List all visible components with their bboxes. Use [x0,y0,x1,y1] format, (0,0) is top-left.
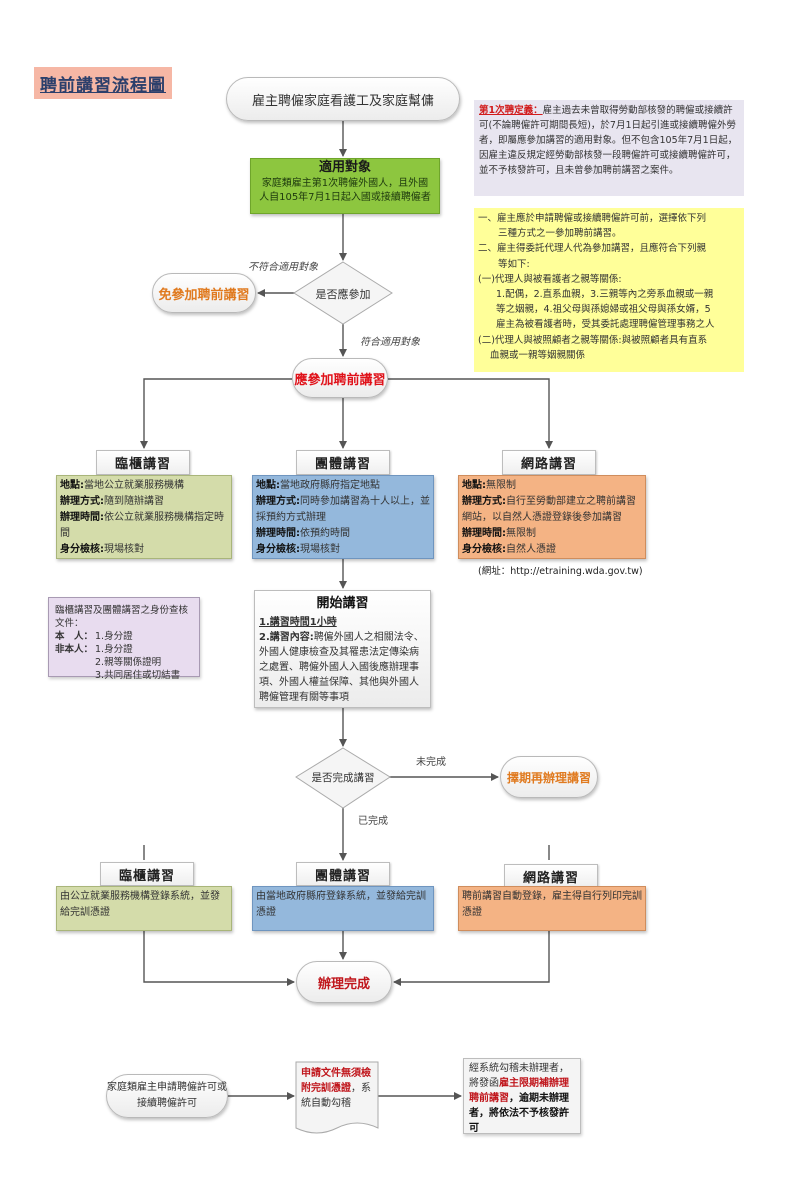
edge-label-eligible: 符合適用對象 [360,337,420,348]
arrow-online-complete-to-done [393,930,550,986]
method-card-counter: 地點:當地公立就業服務機構 辦理方式:隨到隨辦講習 辦理時間:依公立就業服務機構… [56,475,232,559]
arrow-must-to-online [388,378,553,449]
id-docs-heading: 臨櫃講習及團體講習之身份查核文件： [55,605,189,629]
rules-line: 二、雇主得委託代理人代為參加講習，且應符合下列親 [478,243,707,255]
id-docs-item: 1.身分證 [95,644,133,655]
exempt-node: 免參加聘前講習 [152,273,256,313]
rules-line: 三種方式之一參加聘前講習。 [498,228,622,240]
final-red-text: 雇主限期補辦理聘前講習 [469,1078,569,1104]
card-field: 地點:無限制 [462,480,516,491]
tab-counter: 臨櫃講習 [96,450,190,475]
completion-card-group: 由當地政府縣府登錄系統，並發給完訓憑證 [252,886,434,931]
rules-line: (二)代理人與被照顧者之親等關係:與被照顧者具有直系 [478,334,708,346]
target-line: 家庭類雇主第1次聘僱外國人，且外國 [261,178,429,189]
arrow-must-to-counter [140,378,292,449]
card-field: 辦理時間:依公立就業服務機構指定時間 [60,512,224,539]
definition-label: 第1次聘定義： [479,105,543,116]
id-documents-note: 臨櫃講習及團體講習之身份查核文件： 本 人：1.身分證 非本人：1.身分證 2.… [48,597,200,681]
definition-text: 雇主過去未曾取得勞動部核發的聘僱或接續許可(不論聘僱許可期間長短)，於7月1日起… [479,105,738,176]
edge-label-incomplete: 未完成 [416,757,446,768]
decision-1-label: 是否應參加 [315,288,371,301]
method-card-online: 地點:無限制 辦理方式:自行至勞動部建立之聘前講習網站，以自然人憑證登錄後參加講… [458,475,646,559]
online-url-link[interactable]: (網址：http://etraining.wda.gov.tw) [478,566,643,577]
rules-line: 等如下: [498,258,530,270]
id-docs-item: 1.身分證 [95,631,133,642]
card-field: 身分檢核:自然人憑證 [462,544,556,555]
document-text: ，系統自動勾稽 [301,1083,371,1109]
lecture-content-label: 2.講習內容: [259,632,314,643]
id-docs-other-label: 非本人： [55,644,94,655]
rules-line: 雇主為被看護者時，受其委託處理聘僱管理事務之人 [496,319,715,331]
document-node: 申請文件無須檢附完訓憑證，系統自動勾稽 [296,1062,378,1126]
rules-line: (一)代理人與被看護者之親等關係: [478,273,622,285]
id-docs-item: 3.共同居住或切結書 [95,670,181,681]
final-note: 經系統勾稽未辦理者，將發函雇主限期補辦理聘前講習，逾期未辦理者，將依法不予核發許… [463,1058,581,1134]
card-field: 身分檢核:現場核對 [256,544,340,555]
lecture-duration: 1.講習時間1小時 [259,617,337,628]
reschedule-node: 擇期再辦理講習 [500,756,598,798]
id-docs-item: 2.親等關係證明 [95,657,162,668]
card-field: 辦理方式:同時參加講習為十人以上，並採預約方式辦理 [256,496,430,523]
decision-diamond-1 [293,261,393,325]
document-red-text: 申請文件無須檢附完訓憑證 [301,1068,371,1094]
card-field: 辦理方式:自行至勞動部建立之聘前講習網站，以自然人憑證登錄後參加講習 [462,496,636,523]
decision-diamond-2 [295,747,391,809]
target-heading: 適用對象 [318,160,371,175]
rules-line: 血親或一親等姻親關係 [490,349,586,361]
page-title: 聘前講習流程圖 [34,67,172,99]
tab-group: 團體講習 [296,450,390,475]
document-shape [295,1061,379,1134]
start-node: 雇主聘僱家庭看護工及家庭幫傭 [226,77,460,121]
definition-note: 第1次聘定義：雇主過去未曾取得勞動部核發的聘僱或接續許可(不論聘僱許可期間長短)… [474,100,744,196]
begin-lecture-box: 開始講習 1.講習時間1小時 2.講習內容:聘僱外國人之相關法令、外國人健康檢查… [254,590,431,708]
must-attend-node: 應參加聘前講習 [292,358,388,398]
tab-counter-complete: 臨櫃講習 [100,862,194,886]
bottom-start-node: 家庭類雇主申請聘僱許可或接續聘僱許可 [106,1074,228,1118]
tab-online: 網路講習 [502,450,596,475]
completion-card-online: 聘前講習自動登錄，雇主得自行列印完訓憑證 [458,886,646,931]
rules-note: 一、雇主應於申請聘僱或接續聘僱許可前，選擇依下列 三種方式之一參加聘前講習。 二… [474,208,744,372]
edge-label-not-eligible: 不符合適用對象 [248,262,318,273]
card-field: 地點:當地政府縣府指定地點 [256,480,380,491]
decision-2-label: 是否完成講習 [311,772,375,784]
rules-line: 等之姻親，4.祖父母與孫媳婦或祖父母與孫女婿，5 [496,304,711,316]
final-pre-text: 經系統勾稽未辦理者，將發函 [469,1063,569,1089]
completion-card-counter: 由公立就業服務機構登錄系統，並發給完訓憑證 [56,886,232,931]
tab-group-complete: 團體講習 [296,862,390,886]
card-field: 身分檢核:現場核對 [60,544,144,555]
card-field: 辦理時間:依預約時間 [256,528,350,539]
done-node: 辦理完成 [296,961,392,1003]
begin-heading: 開始講習 [316,596,369,611]
rules-line: 1.配偶，2.直系血親，3.三親等內之旁系血親或一親 [496,289,714,301]
edge-label-complete: 已完成 [358,816,388,827]
arrow-counter-complete-to-done [143,930,295,986]
card-field: 辦理時間:無限制 [462,528,536,539]
lecture-content-text: 聘僱外國人之相關法令、外國人健康檢查及其罹患法定傳染病之處置、聘僱外國人入國後應… [259,632,424,703]
rules-line: 一、雇主應於申請聘僱或接續聘僱許可前，選擇依下列 [478,213,707,224]
id-docs-self-label: 本 人： [55,631,94,642]
tab-online-complete: 網路講習 [504,864,598,888]
card-field: 辦理方式:隨到隨辦講習 [60,496,164,507]
target-box: 適用對象 家庭類雇主第1次聘僱外國人，且外國 人自105年7月1日起入國或接續聘… [250,158,440,214]
method-card-group: 地點:當地政府縣府指定地點 辦理方式:同時參加講習為十人以上，並採預約方式辦理 … [252,475,434,559]
final-post-text: ，逾期未辦理者，將依法不予核發許可 [469,1093,569,1134]
card-field: 地點:當地公立就業服務機構 [60,480,184,491]
target-line: 人自105年7月1日起入國或接續聘僱者 [259,192,431,203]
